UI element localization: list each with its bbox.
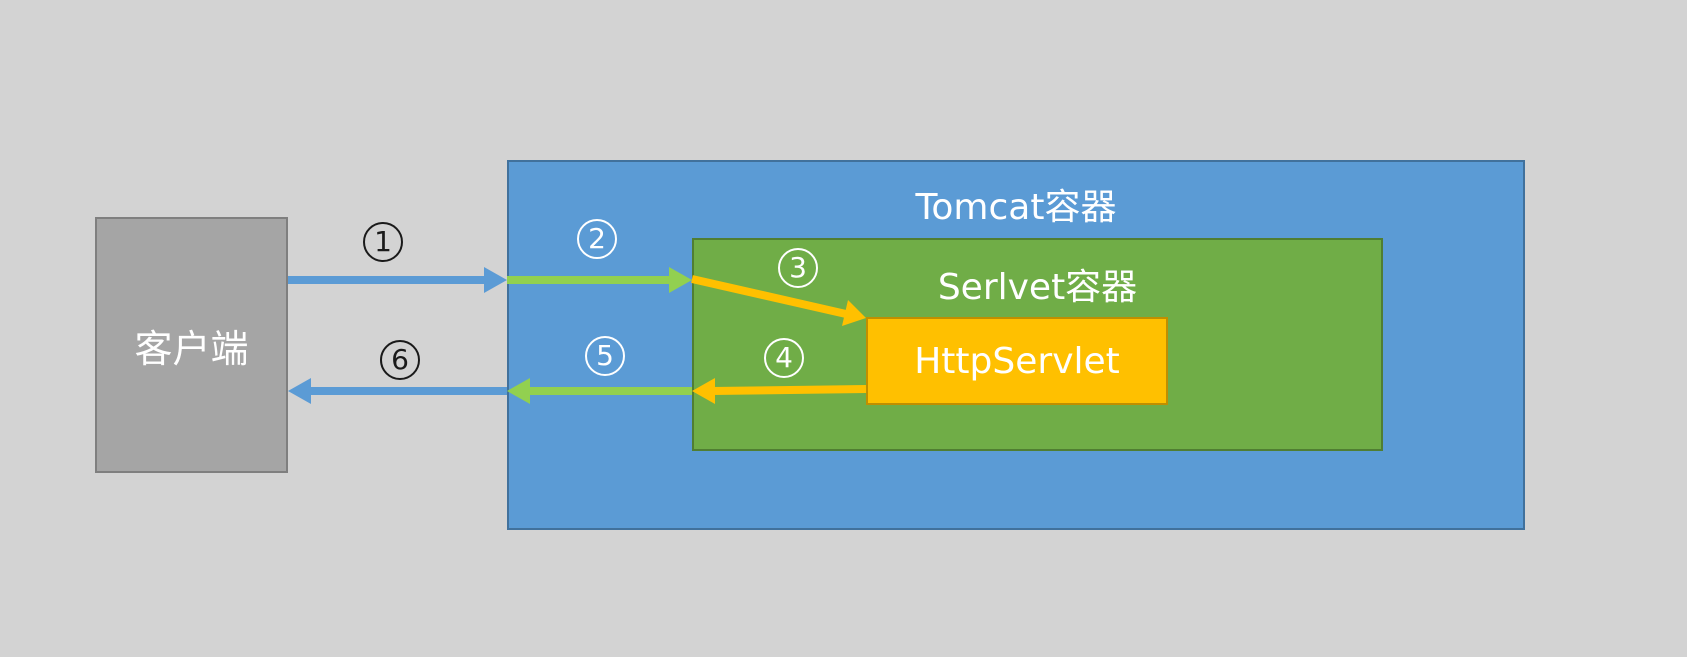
tomcat-title: Tomcat容器 (915, 187, 1117, 228)
step-1-marker: 1 (363, 222, 403, 262)
step-3-marker: 3 (778, 248, 818, 288)
step-2-marker: 2 (577, 219, 617, 259)
httpservlet-label: HttpServlet (914, 340, 1120, 382)
arrow-step-6 (288, 378, 507, 404)
client-box: 客户端 (95, 217, 288, 473)
arrow-step-1 (288, 267, 507, 293)
step-4-marker: 4 (764, 338, 804, 378)
servlet-container-title: Serlvet容器 (937, 267, 1138, 308)
httpservlet-box: HttpServlet (866, 317, 1168, 405)
step-6-marker: 6 (380, 340, 420, 380)
client-label: 客户端 (134, 326, 249, 371)
step-5-marker: 5 (585, 336, 625, 376)
